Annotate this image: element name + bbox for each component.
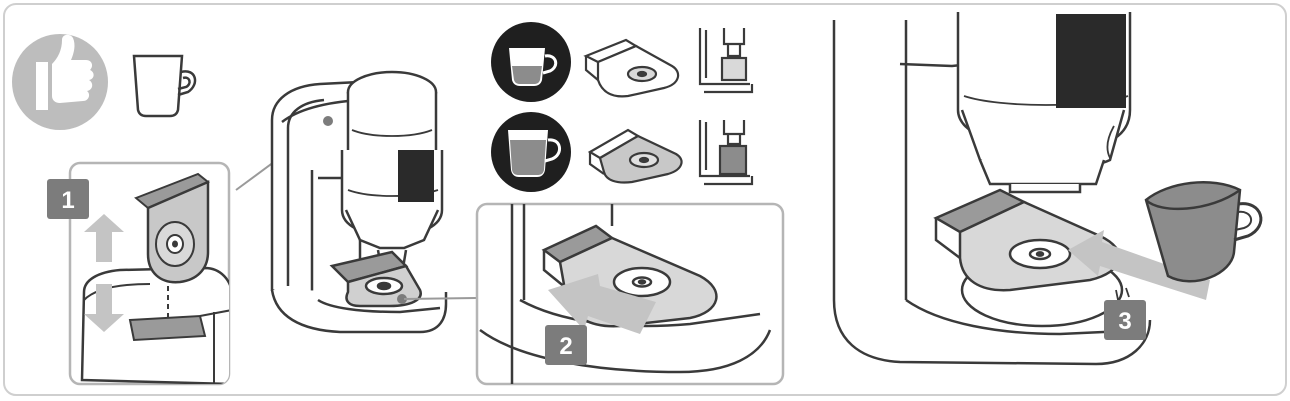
drip-tray-flat-icon <box>587 128 683 184</box>
callout-dot <box>323 116 333 126</box>
step2-callout-line <box>403 297 477 300</box>
drip-marks <box>1115 287 1130 301</box>
step2-badge: 2 <box>545 325 587 365</box>
step1-badge: 1 <box>47 179 89 219</box>
mug-icon <box>132 54 197 118</box>
step3-badge: 3 <box>1104 300 1146 340</box>
step2-number: 2 <box>559 333 572 360</box>
step3-mug-icon <box>1144 181 1263 283</box>
machine-display-panel <box>398 150 434 202</box>
thumbs-up-icon <box>12 34 108 130</box>
callout-dot-2 <box>397 294 407 304</box>
large-cup-icon <box>491 112 571 192</box>
step3-number: 3 <box>1118 308 1131 335</box>
up-down-arrow <box>84 214 124 332</box>
drip-tray-icon <box>583 38 680 98</box>
step3-push-arrow <box>1068 230 1210 300</box>
step2-push-arrow <box>548 274 656 334</box>
small-cup-icon <box>491 22 571 102</box>
step1-number: 1 <box>61 187 74 214</box>
step3-illustration <box>832 12 1152 366</box>
brew-position-icon <box>698 28 754 186</box>
step3-display-panel <box>1056 14 1126 108</box>
step1-illustration <box>80 172 229 384</box>
